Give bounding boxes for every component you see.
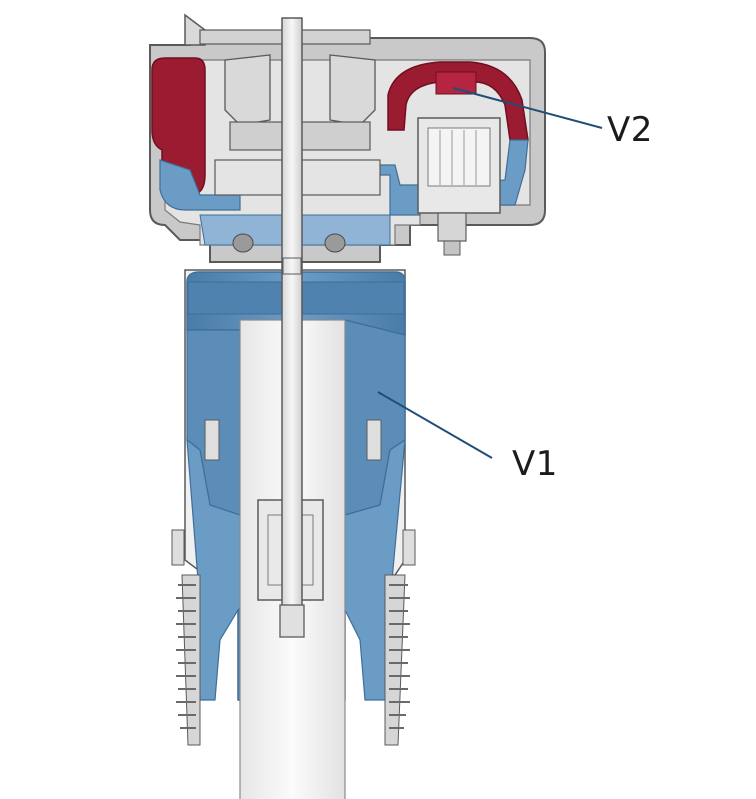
bellows-left [176,574,201,746]
bellows-right [384,574,410,746]
piston-rod [279,17,305,638]
side-clips [171,419,416,566]
v1-label: V1 [512,444,558,484]
v2-leader-line [452,87,603,129]
red-volume-v2 [151,57,529,196]
v2-label: V2 [607,110,653,150]
valve-block [417,117,501,256]
v1-leader-line [377,391,493,459]
